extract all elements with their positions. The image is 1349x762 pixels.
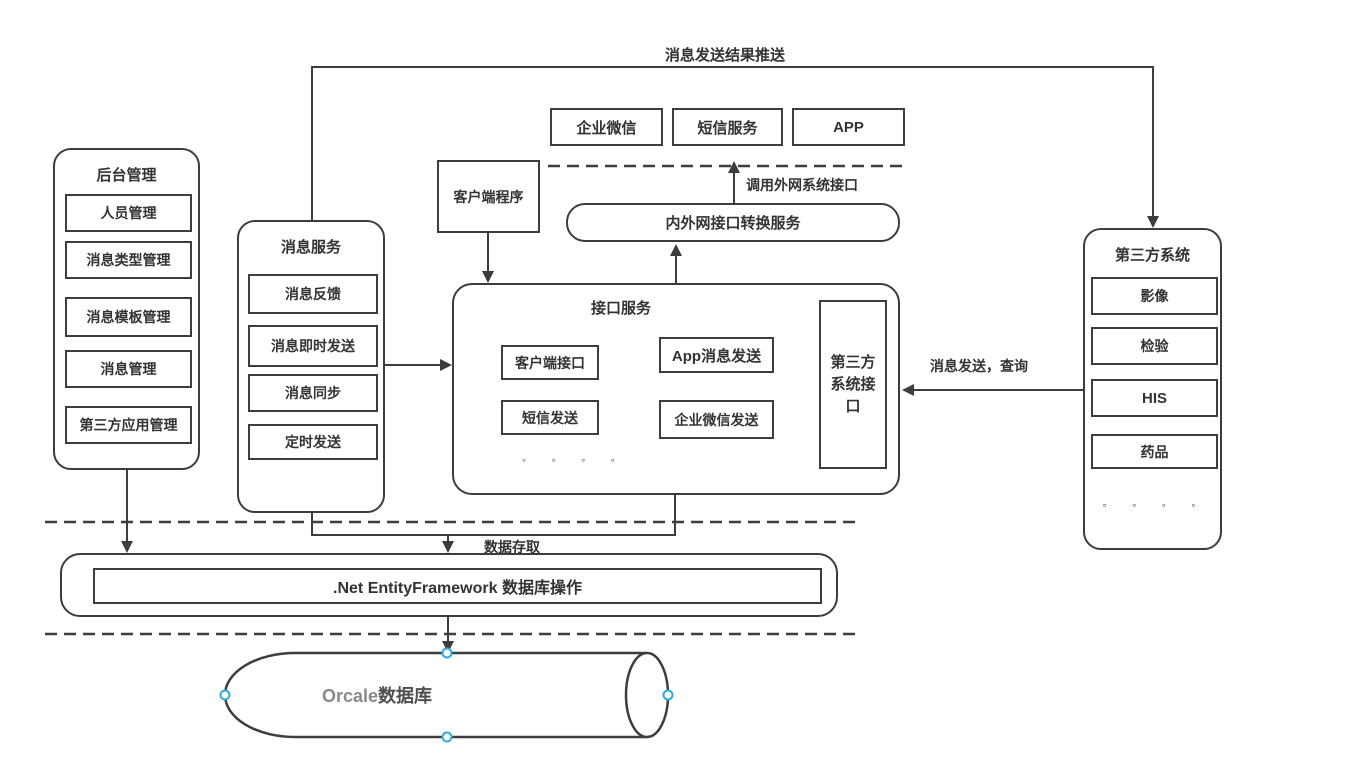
message-service-title: 消息服务 — [280, 239, 341, 256]
admin-panel[interactable]: 后台管理 人员管理 消息类型管理 消息模板管理 消息管理 第三方应用管理 — [53, 148, 200, 470]
admin-item-label: 消息类型管理 — [86, 252, 171, 268]
selection-handles[interactable] — [219, 647, 674, 743]
interface-item-label: 短信发送 — [522, 409, 578, 426]
third-party-item[interactable]: 影像 — [1091, 277, 1218, 315]
third-party-item-label: 检验 — [1140, 338, 1169, 354]
message-service-item-label: 消息即时发送 — [271, 338, 355, 354]
admin-item-label: 第三方应用管理 — [79, 417, 178, 433]
channel-box-sms[interactable]: 短信服务 — [672, 108, 783, 146]
interface-service-title: 接口服务 — [590, 300, 651, 317]
channel-label: 短信服务 — [697, 119, 758, 137]
admin-item-label: 人员管理 — [100, 205, 157, 221]
push-result-connector — [311, 66, 1159, 228]
database-label: Orcale数据库 — [322, 682, 432, 708]
message-service-panel[interactable]: 消息服务 消息反馈 消息即时发送 消息同步 定时发送 — [237, 220, 385, 513]
label-send-query: 消息发送，查询 — [930, 358, 1028, 374]
interface-item-label: App消息发送 — [671, 347, 762, 365]
arrow-admin-to-ef — [121, 470, 133, 553]
third-party-title: 第三方系统 — [1114, 247, 1190, 264]
arrow-message-to-interface — [385, 359, 452, 371]
message-service-item-label: 消息同步 — [285, 385, 341, 401]
interface-item-label: 客户端接口 — [515, 354, 585, 371]
message-service-item[interactable]: 消息反馈 — [248, 274, 378, 314]
message-service-item-label: 定时发送 — [285, 434, 341, 450]
admin-item[interactable]: 第三方应用管理 — [65, 406, 192, 444]
arrow-thirdparty-to-interface — [902, 384, 1083, 396]
data-access-connector — [311, 495, 676, 553]
ef-label: .Net EntityFramework 数据库操作 — [333, 580, 582, 597]
third-party-item[interactable]: 药品 — [1091, 434, 1218, 469]
admin-item-label: 消息管理 — [100, 361, 157, 377]
admin-item[interactable]: 消息模板管理 — [65, 297, 192, 337]
admin-item[interactable]: 消息类型管理 — [65, 241, 192, 279]
arrow-interface-to-gateway — [670, 244, 682, 283]
third-party-item-label: HIS — [1141, 389, 1167, 407]
admin-title: 后台管理 — [96, 167, 157, 184]
gateway-box[interactable]: 内外网接口转换服务 — [566, 203, 900, 242]
database-cylinder[interactable] — [223, 651, 670, 739]
arrow-ef-to-database — [442, 617, 454, 653]
third-party-ellipsis: ◦ ◦ ◦ ◦ — [1102, 498, 1207, 512]
selection-handle — [219, 689, 231, 701]
channel-label: 企业微信 — [576, 119, 637, 137]
third-party-interface-label: 第三方系统接口 — [830, 353, 876, 415]
third-party-item-label: 药品 — [1140, 443, 1169, 460]
database-name: Orcale — [322, 686, 379, 706]
interface-item-sms-send[interactable]: 短信发送 — [501, 400, 599, 435]
interface-item-app-send[interactable]: App消息发送 — [659, 337, 774, 373]
label-data-access: 数据存取 — [484, 539, 540, 555]
interface-service-panel[interactable]: 接口服务 客户端接口 App消息发送 短信发送 企业微信发送 ◦ ◦ ◦ ◦ 第… — [452, 283, 900, 495]
third-party-interface-box[interactable]: 第三方系统接口 — [819, 300, 887, 469]
selection-handle — [441, 647, 453, 659]
admin-item[interactable]: 人员管理 — [65, 194, 192, 232]
third-party-item[interactable]: HIS — [1091, 379, 1218, 417]
third-party-panel[interactable]: 第三方系统 影像 检验 HIS 药品 ◦ ◦ ◦ ◦ — [1083, 228, 1222, 550]
third-party-item[interactable]: 检验 — [1091, 327, 1218, 365]
label-call-external-api: 调用外网系统接口 — [746, 177, 858, 193]
interface-item-wechat-send[interactable]: 企业微信发送 — [659, 400, 774, 439]
admin-item[interactable]: 消息管理 — [65, 350, 192, 388]
channel-box-app[interactable]: APP — [792, 108, 905, 146]
arrow-client-to-interface — [482, 233, 494, 283]
selection-handle — [662, 689, 674, 701]
third-party-item-label: 影像 — [1140, 288, 1169, 304]
message-service-item[interactable]: 消息同步 — [248, 374, 378, 412]
admin-item-label: 消息模板管理 — [86, 309, 171, 325]
selection-handle — [441, 731, 453, 743]
database-suffix: 数据库 — [378, 686, 433, 706]
ef-box[interactable]: .Net EntityFramework 数据库操作 — [93, 568, 822, 604]
interface-ellipsis: ◦ ◦ ◦ ◦ — [521, 453, 627, 467]
interface-item-client-api[interactable]: 客户端接口 — [501, 345, 599, 380]
interface-item-label: 企业微信发送 — [674, 411, 759, 428]
gateway-label: 内外网接口转换服务 — [665, 215, 801, 232]
channel-box-wechat[interactable]: 企业微信 — [550, 108, 663, 146]
label-push-result: 消息发送结果推送 — [664, 47, 785, 64]
message-service-item[interactable]: 定时发送 — [248, 424, 378, 460]
client-program-label: 客户端程序 — [453, 188, 524, 205]
arrow-call-external — [728, 161, 740, 203]
ef-outer-container[interactable]: .Net EntityFramework 数据库操作 — [60, 553, 838, 617]
message-service-item[interactable]: 消息即时发送 — [248, 325, 378, 367]
message-service-item-label: 消息反馈 — [285, 286, 341, 302]
channel-label: APP — [833, 118, 864, 136]
client-program-box[interactable]: 客户端程序 — [437, 160, 540, 233]
